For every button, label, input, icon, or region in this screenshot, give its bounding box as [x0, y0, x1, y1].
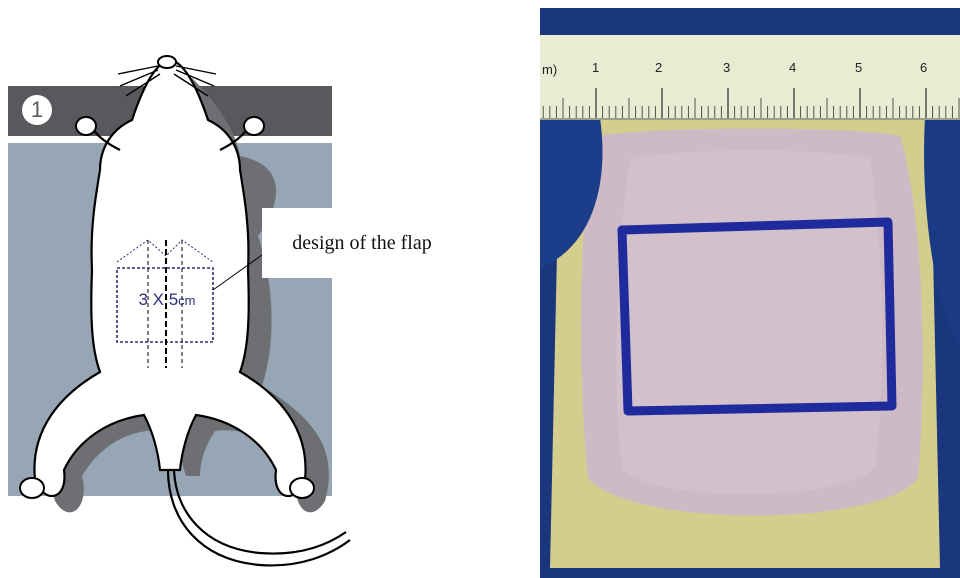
- ruler-number: 3: [723, 60, 730, 75]
- photo-panel: m) 1 2 3 4 5 6: [540, 8, 960, 578]
- ruler-number: 4: [789, 60, 796, 75]
- illustration-panel: 1 3 X 5cm design of the flap: [0, 0, 540, 578]
- callout-label: design of the flap: [262, 208, 462, 278]
- flap-dimension-label: 3 X 5cm: [122, 290, 212, 310]
- ruler-unit: m): [542, 62, 557, 77]
- photo-drawing: m) 1 2 3 4 5 6: [540, 8, 960, 578]
- rat-drawing: [0, 0, 540, 578]
- ruler-number: 5: [855, 60, 862, 75]
- ruler-number: 6: [920, 60, 927, 75]
- ruler-number: 1: [592, 60, 599, 75]
- ruler-number: 2: [655, 60, 662, 75]
